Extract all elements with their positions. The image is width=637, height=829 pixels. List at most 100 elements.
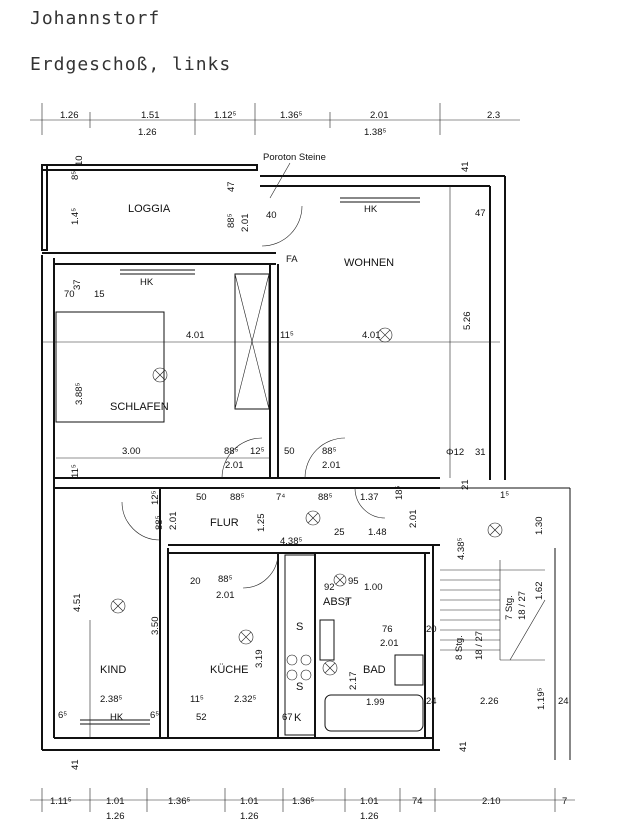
dim-67: 67	[282, 712, 293, 723]
dim-50a: 50	[284, 446, 295, 457]
dim-41a: 41	[460, 161, 471, 172]
dim-319: 3.19	[254, 650, 265, 669]
floor-title: Erdgeschoß, links	[30, 54, 232, 75]
ceiling-lights	[110, 327, 503, 676]
room-flur: FLUR	[210, 517, 239, 529]
dim-24c: 21	[460, 479, 471, 490]
stairs-label-2b: 18 / 27	[517, 591, 528, 620]
dim-bottom-4: 1.01	[240, 796, 259, 807]
inner-dimensions: 4.01 11⁵ 4.01 5.26 3.88⁵ 3.00 88⁵ 12⁵ 2.…	[42, 155, 569, 770]
stairs-label-1b: 18 / 27	[474, 631, 485, 660]
dim-top-b2: 1.38⁵	[364, 127, 386, 138]
dim-115b: 11⁵	[70, 464, 81, 478]
dim-bottom-b1: 1.26	[106, 811, 125, 822]
stairs-label-1: 8 Stg.	[454, 635, 465, 660]
dim-2385: 2.38⁵	[100, 694, 122, 705]
dim-bottom-1: 1.11⁵	[50, 796, 72, 807]
dim-74: 7⁴	[276, 492, 285, 503]
bathtub	[324, 694, 424, 732]
dim-217: 2.17	[348, 672, 359, 691]
dim-1195: 1.19⁵	[536, 688, 547, 710]
fa-label: FA	[286, 254, 298, 265]
dim-885b: 88⁵	[322, 446, 337, 457]
poroton-leader	[269, 162, 291, 199]
dim-bottom-b2: 1.26	[240, 811, 259, 822]
dim-40: 40	[266, 210, 277, 221]
stove-label: S	[296, 681, 303, 693]
dim-137: 1.37	[360, 492, 379, 503]
washbasin	[394, 654, 424, 686]
dim-65b: 6⁵	[150, 710, 159, 721]
dim-7: 7	[344, 598, 349, 609]
dim-92: 92	[324, 582, 335, 593]
room-loggia: LOGGIA	[128, 203, 171, 215]
doors	[121, 205, 386, 589]
dim-199: 1.99	[366, 697, 385, 708]
room-wohnen: WOHNEN	[344, 257, 394, 269]
dim-130: 1.30	[534, 517, 545, 536]
dim-phi12: Φ12	[446, 447, 464, 458]
dim-bottom-2: 1.01	[106, 796, 125, 807]
dim-top-2: 1.51	[141, 110, 160, 121]
dim-201d: 2.01	[408, 510, 419, 529]
dim-388: 3.88⁵	[74, 383, 85, 405]
dim-438b: 4.38⁵	[456, 538, 467, 560]
dim-41b: 41	[70, 759, 81, 770]
hk-label-wohnen: HK	[364, 204, 378, 215]
bed	[55, 311, 165, 423]
dim-10: 10	[74, 155, 85, 166]
dim-bottom-6: 1.01	[360, 796, 379, 807]
dim-526: 5.26	[462, 312, 473, 331]
stairs-label-2: 7 Stg.	[504, 595, 515, 620]
dim-20b: 20	[426, 624, 437, 635]
location-title: Johannstorf	[30, 8, 161, 29]
dim-201g: 2.01	[380, 638, 399, 649]
dim-24b: 24	[558, 696, 569, 707]
dim-bottom-9: 7	[562, 796, 567, 807]
wardrobe	[234, 273, 270, 410]
dim-451: 4.51	[72, 594, 83, 613]
dim-25: 25	[334, 527, 345, 538]
wc	[319, 619, 335, 661]
dim-350: 3.50	[150, 617, 161, 636]
dim-76: 76	[382, 624, 393, 635]
dim-300: 3.00	[122, 446, 141, 457]
dim-2325: 2.32⁵	[234, 694, 256, 705]
windows	[80, 197, 420, 725]
dim-top-3: 1.12⁵	[214, 110, 236, 121]
dim-65a: 6⁵	[58, 710, 67, 721]
dim-85: 8⁵	[70, 171, 81, 180]
hk-label-schlafen: HK	[140, 277, 154, 288]
dim-201b: 2.01	[322, 460, 341, 471]
room-bad: BAD	[363, 664, 386, 676]
dim-201f: 2.01	[216, 590, 235, 601]
room-schlafen: SCHLAFEN	[110, 401, 169, 413]
dim-top-b1: 1.26	[138, 127, 157, 138]
dim-47b: 47	[475, 208, 486, 219]
dim-885e: 88⁵	[318, 492, 333, 503]
dim-148: 1.48	[368, 527, 387, 538]
dim-52: 52	[196, 712, 207, 723]
dim-50b: 50	[196, 492, 207, 503]
dim-885f: 88⁵	[154, 515, 165, 530]
kitchen-counter	[284, 554, 316, 736]
dim-95: 95	[348, 576, 359, 587]
dim-bottom-8: 2.10	[482, 796, 501, 807]
dim-885g: 88⁵	[218, 574, 233, 585]
dim-885c: 88⁵	[226, 213, 237, 228]
dim-125b: 12⁵	[150, 490, 161, 505]
dim-41c: 41	[458, 741, 469, 752]
dim-201e: 2.01	[168, 512, 179, 531]
dim-885d: 88⁵	[230, 492, 245, 503]
room-kind: KIND	[100, 664, 126, 676]
dim-115a: 11⁵	[280, 330, 294, 341]
poroton-label: Poroton Steine	[263, 152, 326, 163]
dim-201a: 2.01	[225, 460, 244, 471]
staircase	[440, 560, 546, 661]
dim-47a: 47	[226, 181, 237, 192]
dim-24a: 24	[426, 696, 437, 707]
top-dimension-chain: 1.26 1.51 1.12⁵ 1.36⁵ 2.01 2.3 1.26 1.38…	[30, 103, 520, 138]
dim-125: 12⁵	[250, 446, 265, 457]
dim-bottom-7: 74	[412, 796, 423, 807]
dim-438a: 4.38⁵	[280, 536, 302, 547]
